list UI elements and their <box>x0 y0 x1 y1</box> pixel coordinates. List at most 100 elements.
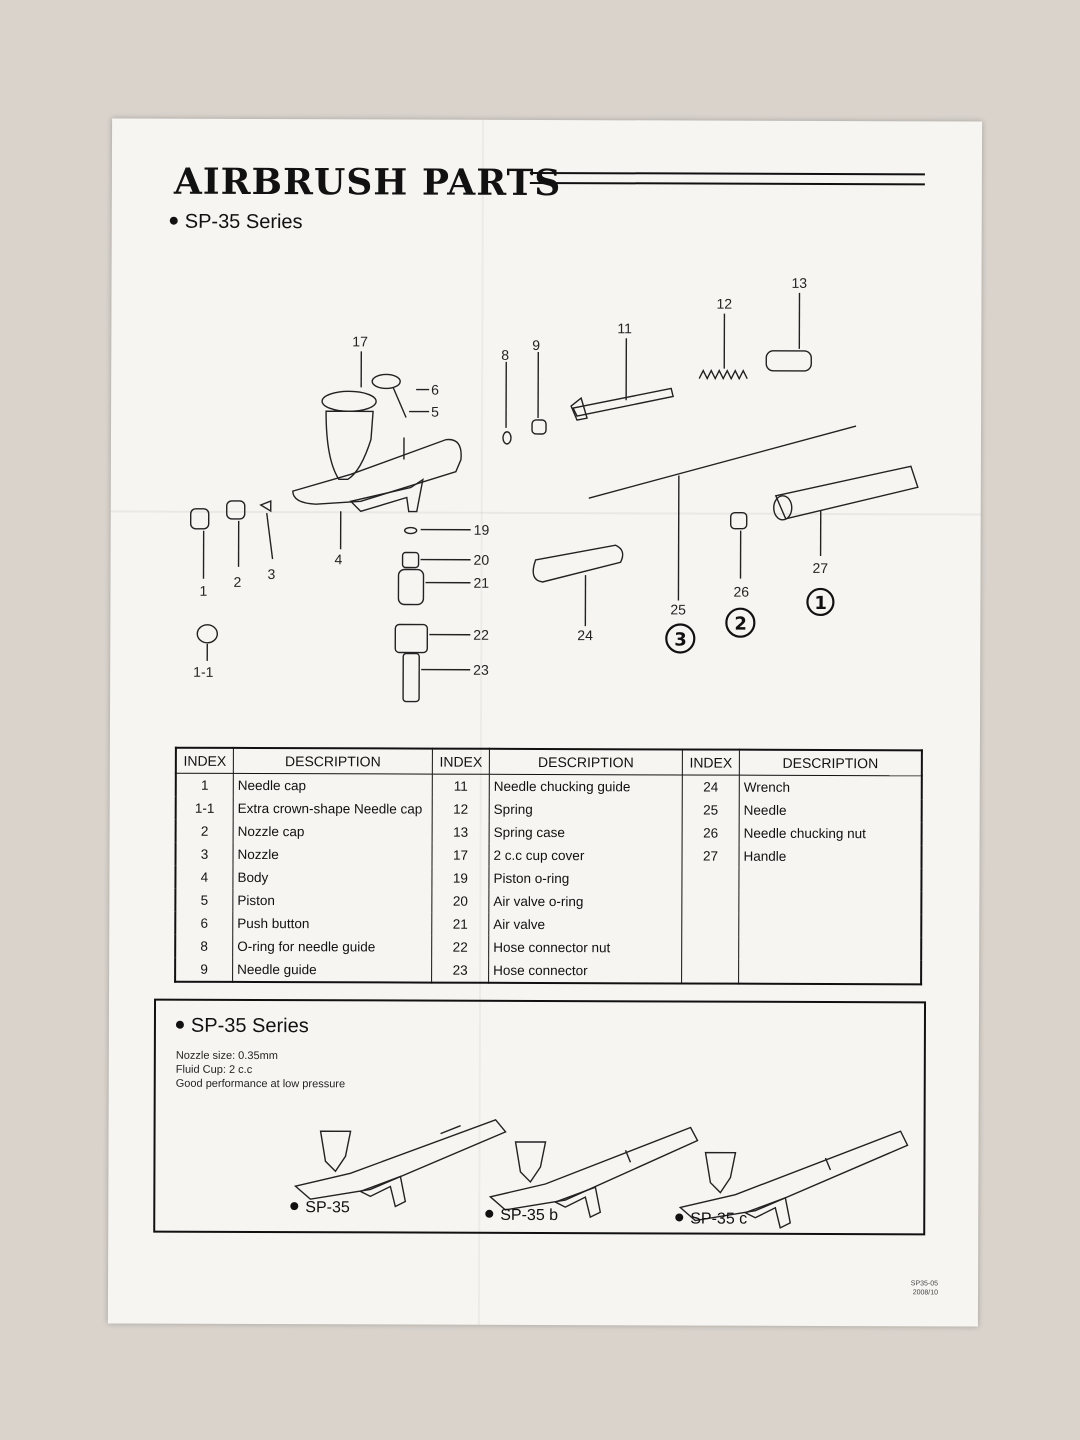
description-cell: Handle <box>743 848 787 864</box>
label-3: 3 <box>267 566 275 582</box>
sp-35-airbrush-icon <box>293 1119 507 1208</box>
diagram-labels: 17 6 5 8 9 11 12 13 1 2 3 4 19 20 21 22 … <box>193 275 828 680</box>
description-cell <box>739 937 922 961</box>
footer-code: SP35-05 <box>910 1280 939 1288</box>
handwritten-mark-1: 1 <box>814 593 827 614</box>
index-cell: 19 <box>431 866 489 890</box>
sp-35b-airbrush-icon <box>488 1126 699 1219</box>
instruction-sheet: AIRBRUSH PARTS SP-35 Series <box>107 118 983 1327</box>
header-index-3: INDEX <box>682 749 740 776</box>
hose-connector-nut-shape <box>394 623 429 654</box>
model-label-sp-35c-text: SP-35 c <box>690 1210 748 1228</box>
index-cell: 1 <box>175 773 234 797</box>
description-cell: Spring <box>489 797 683 822</box>
description-cell: O-ring for needle guide <box>232 934 432 959</box>
chucking-nut-shape <box>729 511 748 530</box>
spring-shape <box>698 368 748 381</box>
document-footer: SP35-05 2008/10 <box>911 1279 938 1297</box>
description-cell: Hose connector nut <box>488 935 682 960</box>
bullet-icon <box>485 1209 494 1218</box>
index-cell <box>681 959 739 984</box>
label-2: 2 <box>233 574 241 590</box>
index-cell: 24 <box>682 774 740 799</box>
index-cell: 17 <box>431 843 490 867</box>
series-box: SP-35 Series Nozzle size: 0.35mm Fluid C… <box>153 998 927 1236</box>
footer-date: 2008/10 <box>912 1289 939 1297</box>
piston-shape <box>401 551 420 569</box>
label-17: 17 <box>352 333 368 349</box>
description-cell: Needle guide <box>232 957 432 983</box>
index-cell <box>681 890 739 914</box>
wrench-shape <box>532 544 624 583</box>
piston-o-ring-shape <box>403 526 418 535</box>
index-cell: 9 <box>175 957 233 982</box>
cup-cover-shape <box>321 390 377 413</box>
label-8: 8 <box>501 347 509 363</box>
model-label-sp-35b: SP-35 b <box>485 1207 558 1225</box>
label-12: 12 <box>716 296 732 312</box>
index-cell <box>681 867 739 891</box>
description-cell: Piston <box>232 888 432 913</box>
index-cell: 11 <box>432 774 490 798</box>
exploded-parts-diagram: 17 6 5 8 9 11 12 13 1 2 3 4 19 20 21 22 … <box>189 275 919 703</box>
index-cell: 21 <box>431 912 489 936</box>
label-6: 6 <box>431 382 439 398</box>
parts-table: INDEX DESCRIPTION INDEX DESCRIPTION INDE… <box>174 746 923 986</box>
model-label-sp-35c: SP-35 c <box>675 1210 747 1228</box>
label-20: 20 <box>474 552 490 568</box>
description-cell: Nozzle cap <box>233 819 433 844</box>
chucking-guide-shape <box>572 387 674 417</box>
label-1: 1 <box>199 583 207 599</box>
description-cell <box>739 868 922 892</box>
index-cell: 1-1 <box>175 796 234 820</box>
description-cell <box>739 891 922 915</box>
label-23: 23 <box>473 662 489 678</box>
model-label-sp-35: SP-35 <box>290 1199 350 1217</box>
description-cell: Needle cap <box>233 773 433 798</box>
needle-cap-shape <box>189 508 210 530</box>
description-cell: Needle <box>743 802 787 818</box>
model-label-sp-35b-text: SP-35 b <box>500 1206 559 1225</box>
label-11: 11 <box>617 320 632 336</box>
header-description-2: DESCRIPTION <box>489 748 683 775</box>
airbrush-models-illustration <box>293 1119 909 1229</box>
index-cell <box>681 936 739 960</box>
handle-shape <box>774 465 919 520</box>
description-cell: Extra crown-shape Needle cap <box>233 796 433 821</box>
description-cell: Needle chucking nut <box>743 825 866 842</box>
description-cell: Spring case <box>489 820 683 845</box>
index-cell: 22 <box>431 935 489 959</box>
index-cell: 23 <box>431 958 489 983</box>
handwritten-mark-3: 3 <box>674 629 687 650</box>
body-shape <box>292 438 462 505</box>
handwritten-annotations: 3 2 1 <box>665 587 835 654</box>
header-index-2: INDEX <box>432 748 490 775</box>
description-cell: Nozzle <box>232 842 433 867</box>
header-index-1: INDEX <box>175 747 234 774</box>
header-description-3: DESCRIPTION <box>739 749 922 776</box>
cup-shape <box>325 410 374 481</box>
sp-35c-airbrush-icon <box>678 1130 909 1229</box>
description-cell: Air valve o-ring <box>488 889 682 914</box>
push-button-shape <box>371 373 401 390</box>
table-header-row: INDEX DESCRIPTION INDEX DESCRIPTION INDE… <box>175 747 922 776</box>
hose-connector-shape <box>402 652 420 703</box>
label-13: 13 <box>792 275 808 291</box>
model-label-sp-35-text: SP-35 <box>305 1199 350 1217</box>
label-21: 21 <box>473 575 489 591</box>
label-1-1: 1-1 <box>193 664 214 680</box>
description-cell: Piston o-ring <box>488 866 682 891</box>
label-26: 26 <box>733 584 749 600</box>
label-25: 25 <box>670 601 686 617</box>
handwritten-mark-2: 2 <box>734 614 747 635</box>
index-cell: 2 <box>175 819 234 843</box>
label-5: 5 <box>431 404 439 420</box>
